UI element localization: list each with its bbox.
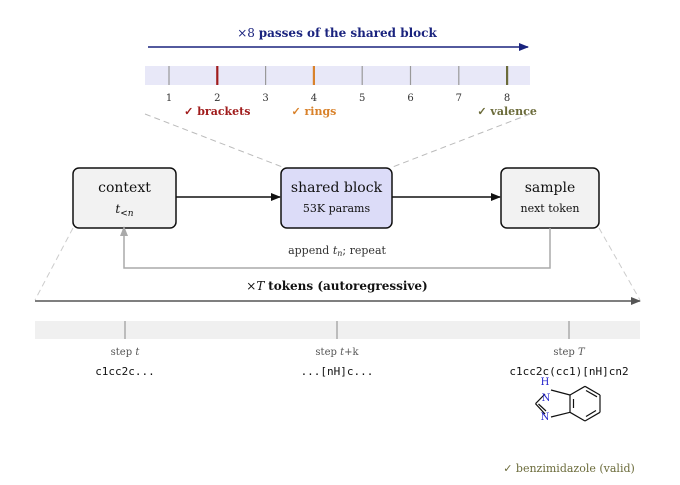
sample-title: sample <box>525 180 576 196</box>
molecule-atom-h-1: H <box>541 377 550 388</box>
feedback-loop-arrow <box>120 226 551 269</box>
molecule-atoms: HNN <box>541 377 551 423</box>
shared-block-title: shared block <box>291 180 383 196</box>
result-label: ✓ benzimidazole (valid) <box>503 462 635 475</box>
molecule-atom-n-3: N <box>541 412 550 423</box>
pass-tick-label-8: 8 <box>504 93 510 104</box>
passes-title: ×8 passes of the shared block <box>237 26 437 40</box>
sample-box: sample next token <box>500 167 600 229</box>
step-sequence-3: c1cc2c(cc1)[nH]cn2 <box>509 365 628 378</box>
milestone-label-pass-4: ✓ rings <box>291 105 336 118</box>
pass-milestones: ✓ brackets ✓ rings ✓ valence <box>184 105 537 118</box>
milestone-label-pass-8: ✓ valence <box>477 105 536 118</box>
sample-subtitle: next token <box>520 202 579 215</box>
step-sequence-1: c1cc2c... <box>95 365 155 378</box>
context-subtitle: t<n <box>115 202 133 219</box>
milestone-label-pass-2: ✓ brackets <box>184 105 250 118</box>
token-steps: step t c1cc2c... step t+k ...[nH]c... step T… <box>95 321 629 378</box>
pass-tick-label-2: 2 <box>214 93 220 104</box>
zoom-guide-bottom-left <box>34 227 74 301</box>
step-label-1: step t <box>111 347 141 358</box>
step-sequence-2: ...[nH]c... <box>301 365 374 378</box>
pass-tick-labels: 1 2 3 4 5 6 7 8 <box>166 93 510 104</box>
pass-tick-label-4: 4 <box>311 93 317 104</box>
pass-tick-label-3: 3 <box>262 93 268 104</box>
shared-block-params: 53K params <box>303 202 371 215</box>
benzimidazole-structure <box>535 385 601 422</box>
feedback-label: append tn; repeat <box>288 244 386 258</box>
shared-block-box: shared block 53K params <box>280 167 393 229</box>
pass-tick-label-7: 7 <box>456 93 462 104</box>
pass-ticks <box>168 66 509 85</box>
zoom-guide-right <box>389 113 531 169</box>
context-box: context t<n <box>72 167 177 229</box>
pass-tick-label-6: 6 <box>407 93 413 104</box>
step-label-3: step T <box>553 347 586 358</box>
tokens-title: ×T tokens (autoregressive) <box>246 279 427 293</box>
pass-tick-label-5: 5 <box>359 93 365 104</box>
passes-strip <box>145 66 530 85</box>
zoom-guide-left <box>144 113 286 169</box>
zoom-guide-bottom-right <box>598 227 641 301</box>
molecule-atom-n-2: N <box>542 393 551 404</box>
context-title: context <box>98 180 151 196</box>
step-label-2: step t+k <box>315 347 359 358</box>
pass-tick-label-1: 1 <box>166 93 172 104</box>
